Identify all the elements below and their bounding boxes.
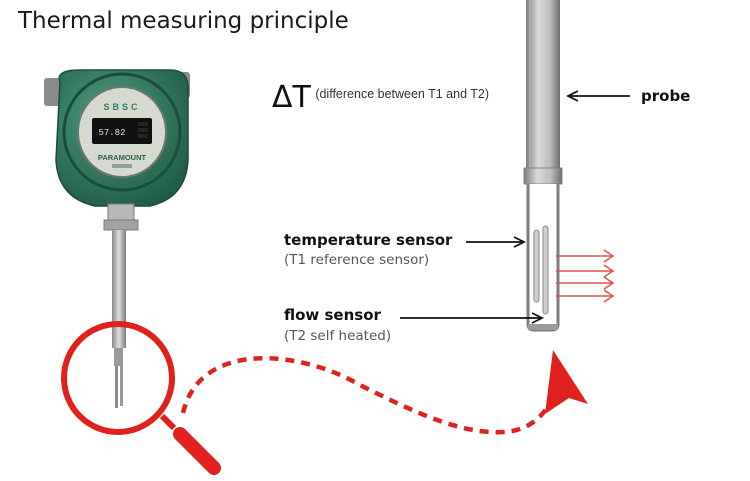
delta-t-description: (difference between T1 and T2)	[315, 87, 490, 101]
probe-collar	[523, 167, 563, 185]
dashed-arrow-path	[180, 356, 554, 435]
leader-lines	[400, 90, 630, 324]
device-logo: SBSC	[103, 102, 140, 112]
device-stem	[112, 230, 126, 348]
device-neck	[107, 203, 135, 223]
sensor-pin-2	[120, 366, 123, 406]
probe-label: probe	[641, 87, 691, 105]
temperature-sensor-label: temperature sensor	[284, 231, 453, 249]
flow-meter-device: SBSC 57.82 PARAMOUNT	[44, 69, 190, 408]
probe-assembly	[523, 0, 563, 332]
dashed-arrow-head	[545, 350, 588, 414]
delta-t-label: ΔT (difference between T1 and T2)	[272, 80, 489, 115]
sensor-tube-t1	[533, 229, 540, 303]
housing-lid-ring	[62, 72, 182, 192]
flow-sensor-sublabel: (T2 self heated)	[284, 328, 392, 344]
magnifier-icon	[61, 321, 221, 475]
lcd-display	[92, 118, 152, 144]
magnifier-ring	[61, 321, 175, 435]
sensor-pin-1	[115, 366, 118, 408]
temperature-sensor-sublabel: (T1 reference sensor)	[284, 252, 430, 268]
housing-ear-left	[44, 78, 62, 106]
magnifier-neck	[159, 413, 177, 431]
flow-sensor-label: flow sensor	[284, 306, 381, 324]
device-brand: PARAMOUNT	[98, 153, 147, 162]
delta-t-symbol: ΔT	[272, 80, 311, 115]
sensor-tube-t2	[542, 225, 549, 315]
magnifier-handle	[173, 427, 221, 475]
flow-lines	[556, 249, 615, 303]
probe-shaft	[526, 0, 560, 170]
lcd-reading: 57.82	[98, 128, 125, 138]
page-title: Thermal measuring principle	[18, 8, 349, 34]
flow-arrow-icon	[180, 350, 588, 435]
